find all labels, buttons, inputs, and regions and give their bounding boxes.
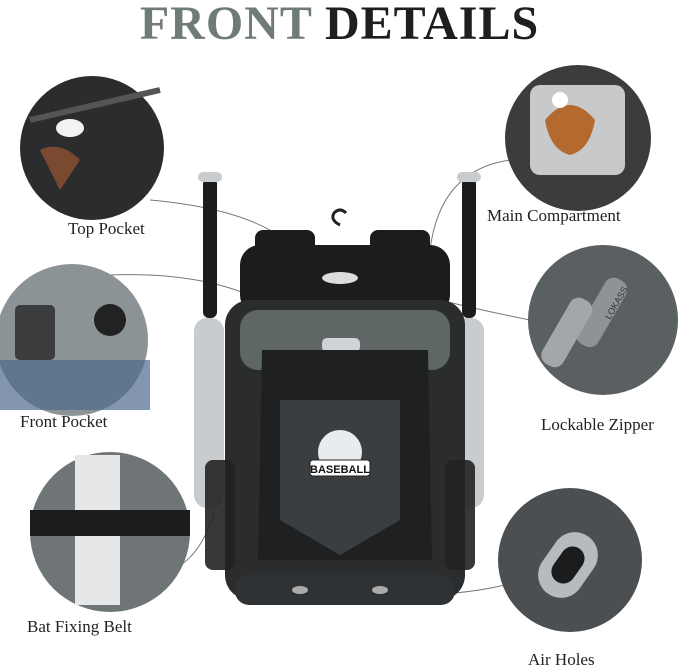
patch-text: BASEBALL [310, 464, 370, 476]
detail-circle-air-holes [498, 488, 642, 632]
detail-circle-front-pocket [0, 264, 150, 416]
detail-circle-lockable-zipper: LOKASS [528, 245, 678, 395]
callout-label-lockable-zipper: Lockable Zipper [541, 415, 654, 434]
callout-label-front-pocket: Front Pocket [20, 412, 108, 431]
detail-circle-bat-fixing-belt [30, 452, 190, 612]
detail-circle-main-compartment [505, 65, 651, 211]
callout-label-main-compartment: Main Compartment [487, 206, 621, 225]
detail-circle-top-pocket [20, 76, 164, 220]
callout-label-bat-fixing-belt: Bat Fixing Belt [27, 617, 132, 636]
callout-label-top-pocket: Top Pocket [68, 219, 145, 238]
backpack: BASEBALL [205, 208, 475, 605]
hook-icon [331, 208, 348, 227]
callout-label-air-holes: Air Holes [528, 650, 595, 669]
brand-logo [322, 272, 358, 284]
page-title: FRONT DETAILS [139, 0, 540, 50]
